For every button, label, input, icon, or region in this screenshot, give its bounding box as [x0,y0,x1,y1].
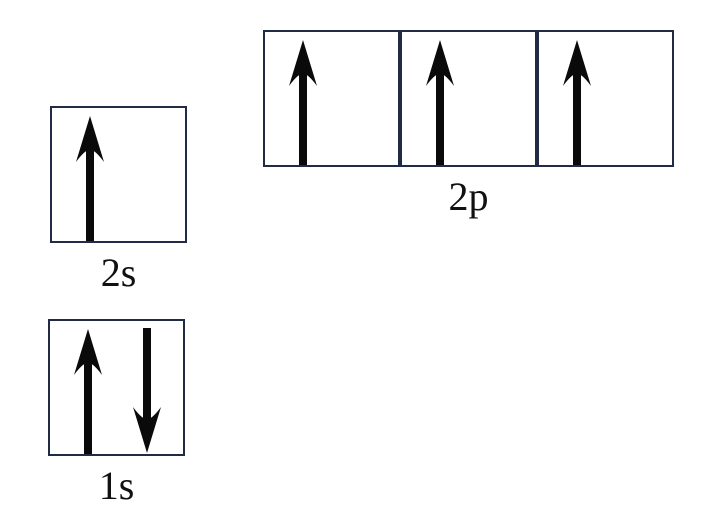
orbital-group-1s: 1s [48,319,185,508]
orbital-group-2s: 2s [50,106,187,295]
orbital-group-2p: 2p [263,30,674,219]
orbital-label-2s: 2s [100,250,137,295]
electron-up-arrow-icon [563,40,591,165]
orbital-box-2s [50,106,187,243]
electron-down-arrow-icon [133,328,161,453]
orbital-label-2p: 2p [448,174,489,219]
orbital-box-2p [400,30,537,167]
orbital-label-1s: 1s [98,463,135,508]
electron-up-arrow-icon [426,40,454,165]
electron-up-arrow-icon [74,329,102,454]
orbital-box-1s [48,319,185,456]
orbital-boxes-2p [263,30,674,167]
orbital-boxes-1s [48,319,185,456]
orbital-boxes-2s [50,106,187,243]
orbital-box-2p [263,30,400,167]
orbital-box-2p [537,30,674,167]
electron-up-arrow-icon [76,116,104,241]
electron-up-arrow-icon [289,40,317,165]
